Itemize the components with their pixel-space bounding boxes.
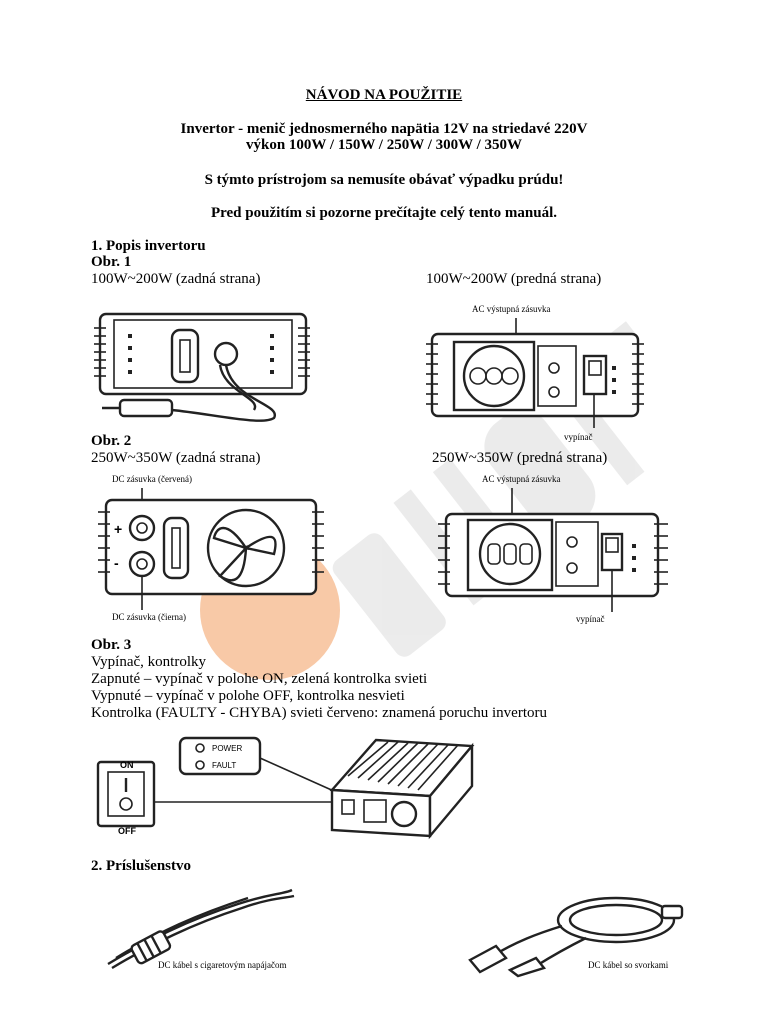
svg-text:+: + — [114, 521, 122, 537]
fig2-callout-switch: vypínač — [576, 614, 605, 624]
fig2-callout-dc-black: DC zásuvka (čierna) — [112, 612, 186, 622]
cigarette-cable-drawing — [107, 888, 295, 970]
fig2-callout-dc-red: DC zásuvka (červená) — [112, 474, 192, 484]
accessory-caption-left: DC kábel s cigaretovým napájačom — [158, 960, 287, 970]
fig2-left-caption: 250W~350W (zadná strana) — [91, 450, 261, 466]
document-subtitle-line1: Invertor - menič jednosmerného napätia 1… — [180, 121, 588, 137]
fig2-back-drawing: + - — [98, 488, 324, 610]
fig3-line-3: Vypnuté – vypínač v polohe OFF, kontrolk… — [91, 688, 405, 704]
fig1-right-caption: 100W~200W (predná strana) — [426, 271, 602, 287]
fig1-front-drawing — [426, 318, 644, 428]
section2-heading: 2. Príslušenstvo — [91, 858, 192, 874]
fig1-left-caption: 100W~200W (zadná strana) — [91, 271, 261, 287]
svg-text:-: - — [114, 555, 119, 571]
section1-heading: 1. Popis invertoru — [91, 238, 206, 254]
fig3-label-on: ON — [120, 760, 134, 770]
tagline: S týmto prístrojom sa nemusíte obávať vý… — [204, 172, 564, 188]
document-subtitle-line2: výkon 100W / 150W / 250W / 300W / 350W — [245, 137, 523, 153]
clamp-cable-drawing — [468, 896, 684, 978]
fig3-line-4: Kontrolka (FAULTY - CHYBA) svieti červen… — [91, 705, 547, 721]
fig3-switch-drawing — [96, 736, 475, 840]
fig2-right-caption: 250W~350W (predná strana) — [432, 450, 608, 466]
fig1-label: Obr. 1 — [91, 254, 132, 270]
fig2-label: Obr. 2 — [91, 433, 132, 449]
accessory-caption-right: DC kábel so svorkami — [588, 960, 669, 970]
document-title: NÁVOD NA POUŽITIE — [305, 87, 463, 103]
fig3-led-fault: FAULT — [212, 761, 237, 770]
fig3-led-power: POWER — [212, 744, 243, 753]
fig1-back-drawing — [94, 312, 310, 422]
fig3-line-1: Vypínač, kontrolky — [91, 654, 206, 670]
notice: Pred použitím si pozorne prečítajte celý… — [210, 205, 558, 221]
fig2-front-drawing — [438, 488, 668, 612]
fig2-callout-ac: AC výstupná zásuvka — [482, 474, 561, 484]
fig1-callout-switch: vypínač — [564, 432, 593, 442]
fig3-label-off: OFF — [118, 826, 136, 836]
fig1-callout-ac: AC výstupná zásuvka — [472, 304, 551, 314]
fig3-line-2: Zapnuté – vypínač v polohe ON, zelená ko… — [91, 671, 428, 687]
fig3-label: Obr. 3 — [91, 637, 132, 653]
